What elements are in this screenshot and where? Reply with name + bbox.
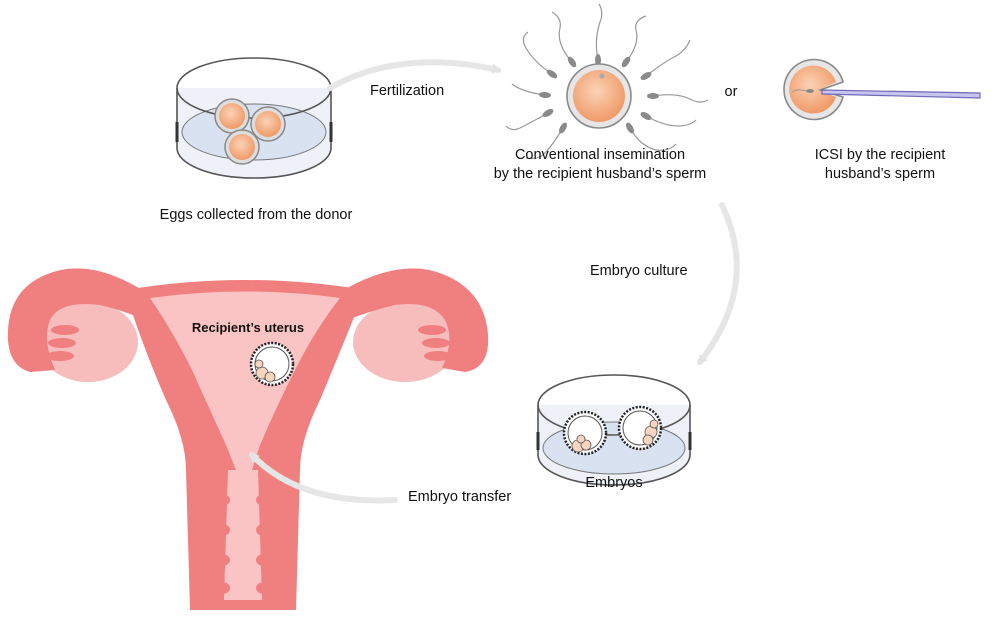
embryos-label: Embryos bbox=[585, 475, 643, 491]
embryo-dish bbox=[536, 374, 692, 486]
fertilization-label: Fertilization bbox=[370, 83, 445, 99]
icsi-label-line2: husband’s sperm bbox=[824, 166, 936, 182]
sperm-heads bbox=[539, 54, 659, 134]
or-label: or bbox=[724, 84, 738, 100]
right-ovary bbox=[353, 302, 457, 382]
embryo-transfer-arrow bbox=[249, 452, 398, 504]
uterus-label: Recipient’s uterus bbox=[191, 320, 305, 335]
embryo bbox=[617, 405, 663, 451]
transferred-embryo bbox=[249, 341, 295, 387]
sperm-cluster bbox=[505, 3, 709, 160]
inseminated-egg bbox=[566, 63, 632, 129]
embryo bbox=[562, 410, 608, 456]
left-ovary bbox=[38, 302, 138, 382]
donor-egg bbox=[214, 98, 250, 134]
donor-egg bbox=[250, 106, 286, 142]
eggs-label: Eggs collected from the donor bbox=[159, 207, 353, 223]
egg-dish bbox=[175, 57, 333, 179]
icsi-label-line1: ICSI by the recipient bbox=[814, 147, 946, 163]
fertilization-arrow bbox=[327, 59, 502, 91]
conventional-label-line1: Conventional insemination bbox=[514, 147, 686, 163]
embryo-culture-label: Embryo culture bbox=[590, 263, 688, 279]
embryo-transfer-label: Embryo transfer bbox=[408, 489, 512, 505]
icsi-egg bbox=[783, 58, 844, 121]
embryo-culture-arrow bbox=[697, 202, 740, 366]
uterus bbox=[7, 268, 489, 610]
donor-egg bbox=[224, 129, 260, 165]
icsi-pipette bbox=[791, 89, 981, 99]
conventional-label-line2: by the recipient husband’s sperm bbox=[493, 166, 707, 182]
